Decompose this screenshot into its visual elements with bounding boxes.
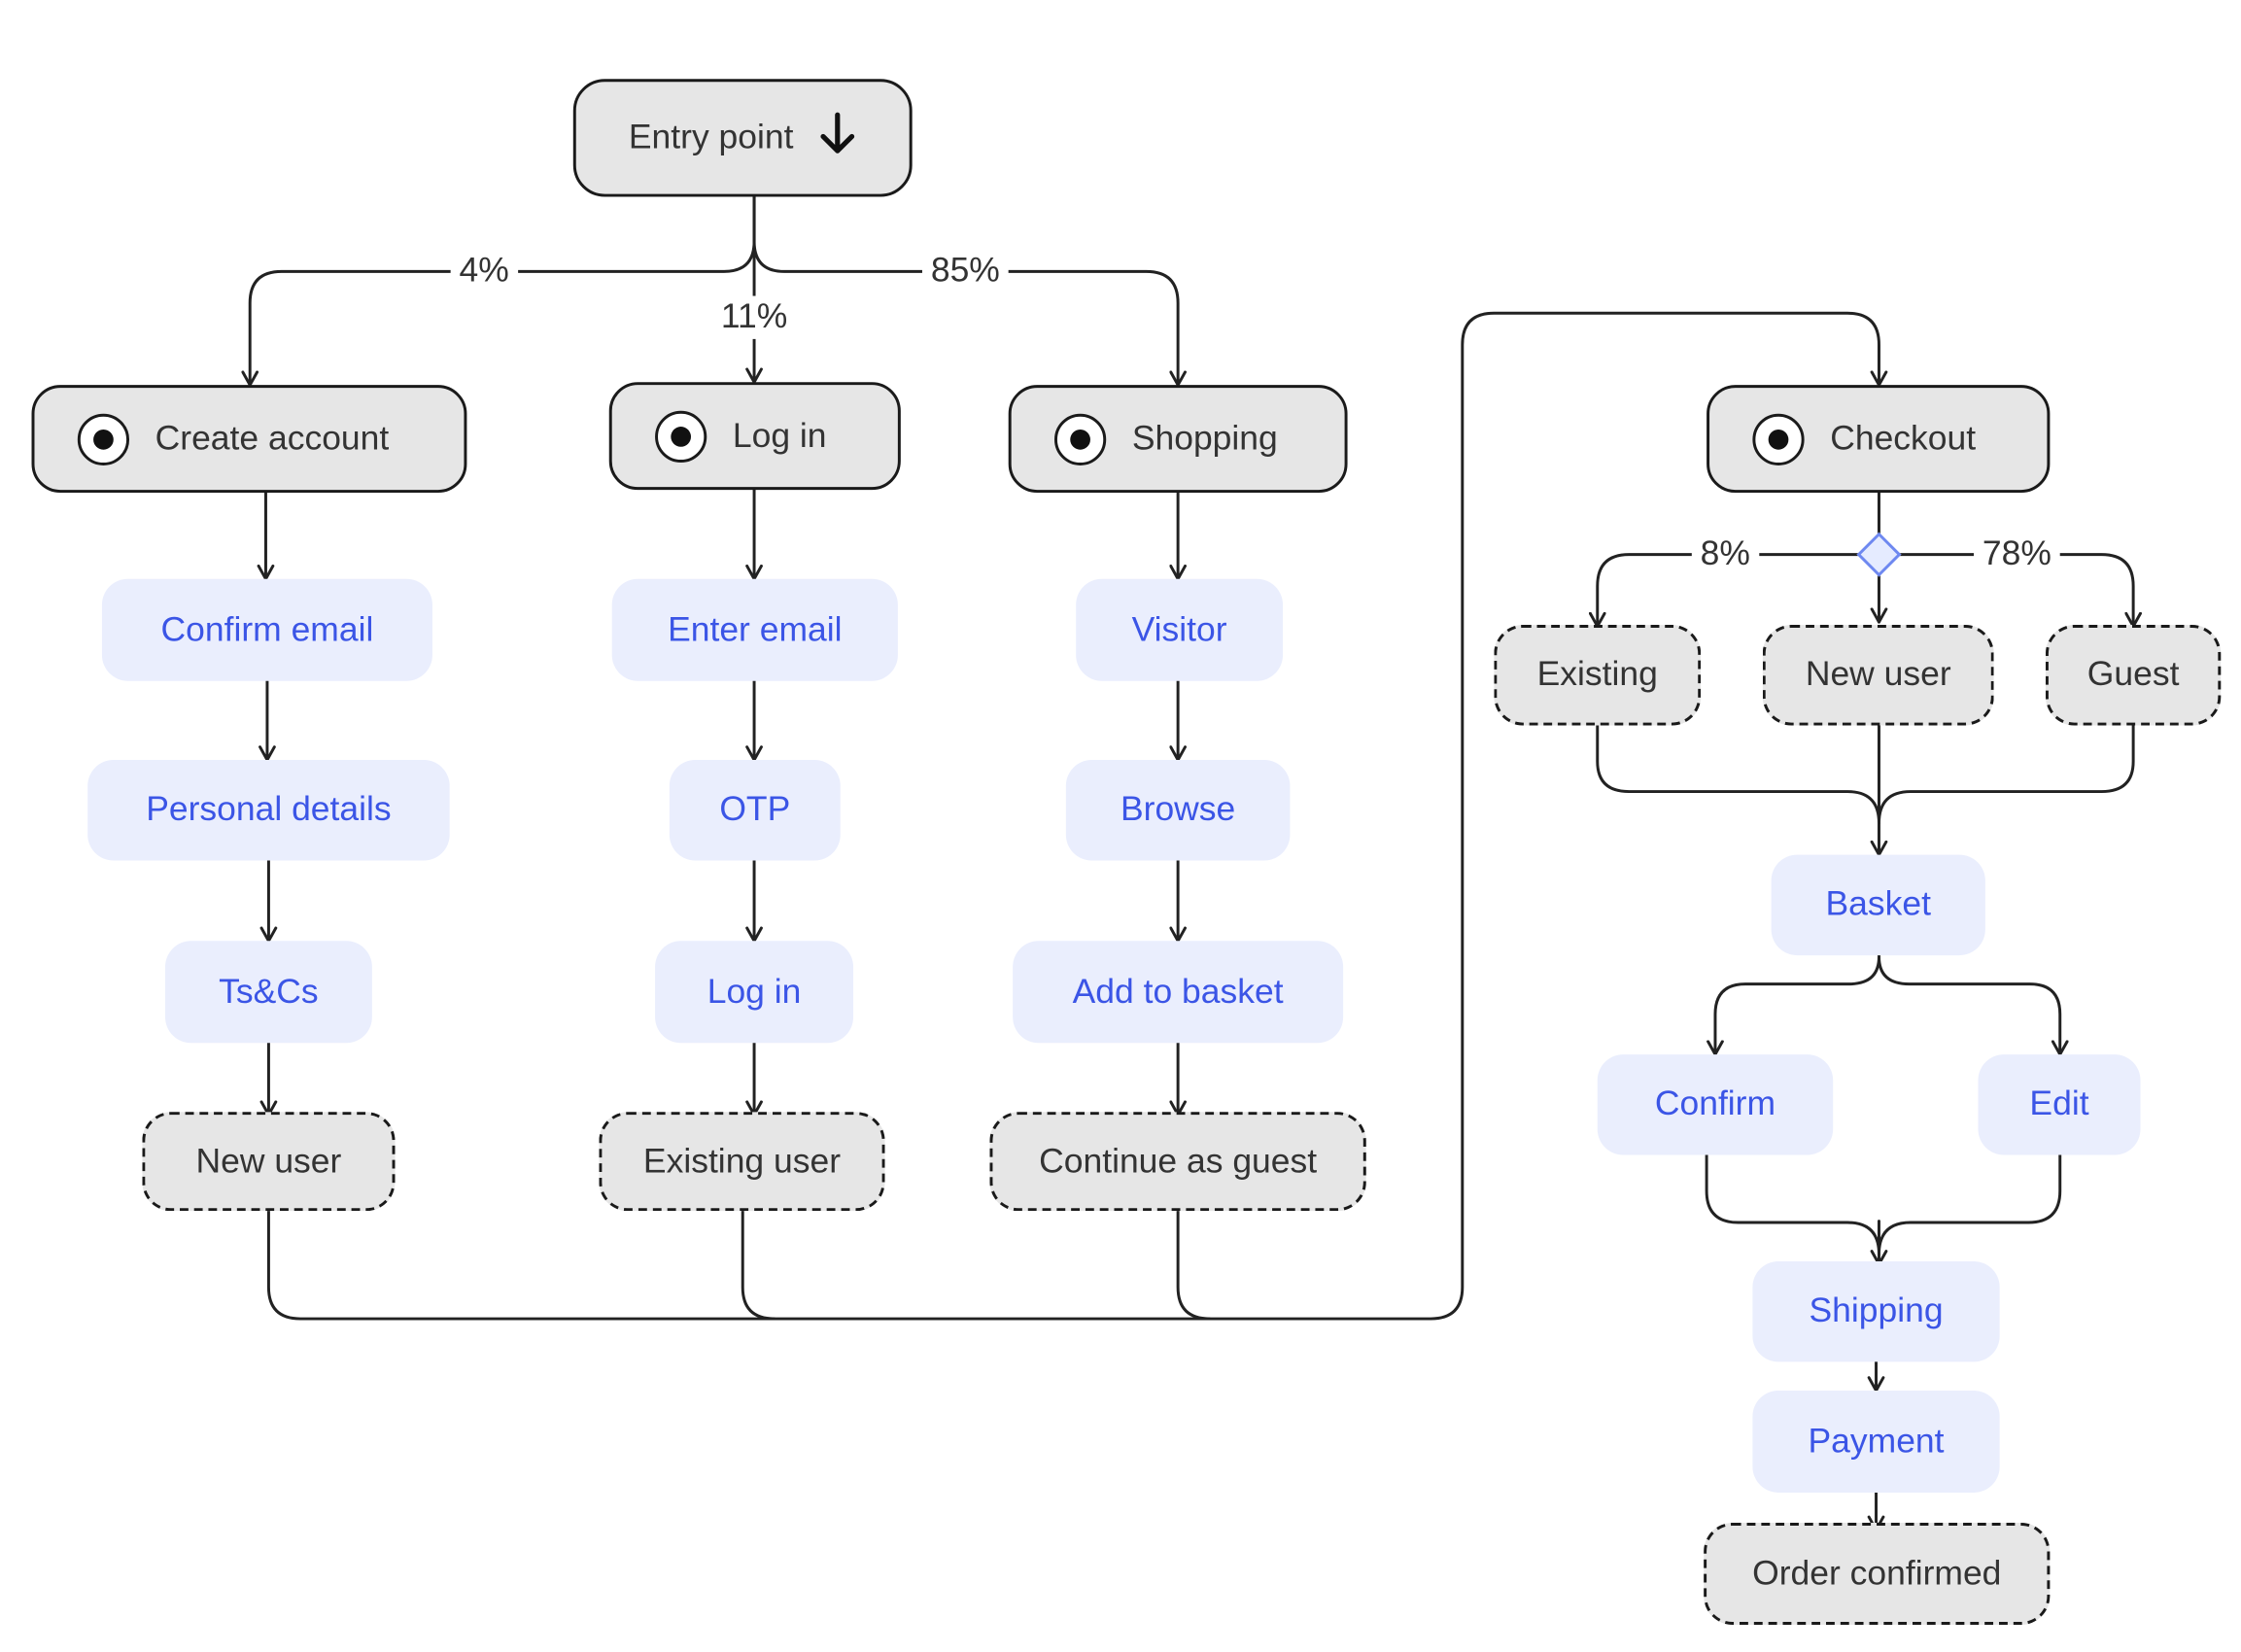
user-type-existing[interactable]: Existing xyxy=(1494,625,1702,726)
edge-basket-edit xyxy=(1878,932,2069,1056)
log-in-node[interactable]: Log in xyxy=(608,382,901,491)
step-log-in[interactable]: Log in xyxy=(655,941,854,1044)
create-account-node[interactable]: Create account xyxy=(31,385,467,494)
step-enter-email[interactable]: Enter email xyxy=(611,578,898,681)
user-type-guest[interactable]: Guest xyxy=(2045,625,2222,726)
radio-icon xyxy=(1053,413,1107,465)
percent-log-in: 11% xyxy=(711,295,797,339)
outcome-existing-user: Existing user xyxy=(599,1112,885,1212)
step-edit[interactable]: Edit xyxy=(1978,1054,2141,1155)
step-confirm[interactable]: Confirm xyxy=(1597,1054,1834,1155)
step-personal-details[interactable]: Personal details xyxy=(87,760,450,861)
outcome-order-confirmed: Order confirmed xyxy=(1704,1522,2051,1625)
edge-guest-basket xyxy=(1878,724,2135,825)
checkout-node[interactable]: Checkout xyxy=(1707,385,2051,494)
create-account-label: Create account xyxy=(155,418,390,458)
step-basket[interactable]: Basket xyxy=(1771,854,1985,956)
shopping-label: Shopping xyxy=(1131,418,1278,458)
radio-icon xyxy=(77,413,130,465)
percent-checkout-existing: 8% xyxy=(1691,533,1759,576)
step-tscs[interactable]: Ts&Cs xyxy=(164,941,372,1044)
edge-basket-confirm xyxy=(1707,932,1880,1056)
edge-confirm-shipping xyxy=(1705,1153,1880,1256)
edge-diamond-existing xyxy=(1588,553,1864,629)
entry-point-label: Entry point xyxy=(628,118,794,157)
entry-point-node[interactable]: Entry point xyxy=(572,79,913,197)
shopping-node[interactable]: Shopping xyxy=(1008,385,1348,494)
edge-diamond-guest xyxy=(1894,553,2142,629)
step-payment[interactable]: Payment xyxy=(1752,1390,2000,1493)
step-visitor[interactable]: Visitor xyxy=(1076,578,1284,681)
percent-shopping: 85% xyxy=(921,250,1009,293)
edge-new-user-merge xyxy=(266,311,1888,1321)
edge-continue-as-guest-merge xyxy=(1176,1209,1212,1321)
step-browse[interactable]: Browse xyxy=(1065,760,1291,861)
edge-edit-shipping xyxy=(1878,1153,2062,1256)
radio-icon xyxy=(655,410,707,463)
radio-icon xyxy=(1752,413,1805,465)
user-type-new-user[interactable]: New user xyxy=(1762,625,1994,726)
checkout-label: Checkout xyxy=(1830,418,1977,458)
edge-existing-user-merge xyxy=(741,1209,776,1321)
arrow-down-icon xyxy=(819,111,856,165)
step-shipping[interactable]: Shipping xyxy=(1752,1260,2000,1362)
percent-create-account: 4% xyxy=(450,250,518,293)
percent-checkout-guest: 78% xyxy=(1974,533,2060,576)
edge-existing-basket xyxy=(1596,724,1880,825)
step-otp[interactable]: OTP xyxy=(669,760,841,861)
step-add-to-basket[interactable]: Add to basket xyxy=(1013,941,1344,1044)
step-confirm-email[interactable]: Confirm email xyxy=(101,578,432,681)
outcome-new-user: New user xyxy=(142,1112,396,1212)
log-in-label: Log in xyxy=(732,415,827,455)
outcome-continue-as-guest: Continue as guest xyxy=(989,1112,1366,1212)
